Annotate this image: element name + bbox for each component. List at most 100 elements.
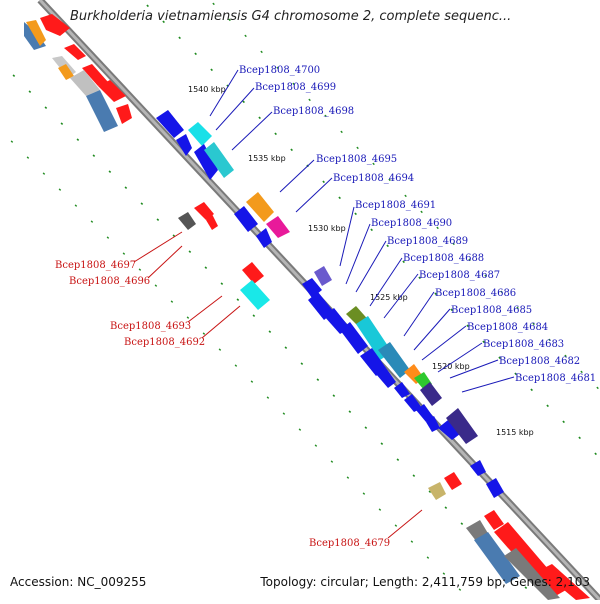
scale-label: 1540 kbp bbox=[188, 85, 226, 94]
gene-label[interactable]: Bcep1808_4696 bbox=[69, 276, 150, 287]
gene-block[interactable] bbox=[314, 266, 332, 286]
gene-arrow[interactable] bbox=[116, 104, 132, 124]
gene-label[interactable]: Bcep1808_4691 bbox=[355, 200, 436, 211]
gene-arrow[interactable] bbox=[206, 214, 218, 230]
gene-label[interactable]: Bcep1808_4700 bbox=[239, 65, 320, 76]
gene-label[interactable]: Bcep1808_4698 bbox=[273, 106, 354, 117]
tick-mark bbox=[562, 420, 565, 424]
gene-block[interactable] bbox=[70, 70, 100, 96]
tick-mark bbox=[484, 274, 487, 278]
gene-arrow[interactable] bbox=[426, 416, 440, 432]
gene-label[interactable]: Bcep1808_4695 bbox=[316, 154, 397, 165]
scale-label: 1520 kbp bbox=[432, 362, 470, 371]
tick-mark bbox=[28, 90, 32, 93]
gene-label[interactable]: Bcep1808_4686 bbox=[435, 288, 516, 299]
gene-arrow[interactable] bbox=[470, 460, 486, 476]
tick-mark bbox=[458, 588, 462, 591]
tick-mark bbox=[322, 180, 325, 184]
gene-block[interactable] bbox=[266, 216, 290, 238]
tick-mark bbox=[332, 394, 336, 397]
gene-block[interactable] bbox=[240, 280, 270, 310]
tick-mark bbox=[372, 162, 375, 166]
tick-mark bbox=[276, 66, 279, 70]
tick-mark bbox=[244, 34, 247, 38]
tick-mark bbox=[338, 196, 341, 200]
gene-label[interactable]: Bcep1808_4682 bbox=[499, 356, 580, 367]
gene-label[interactable]: Bcep1808_4692 bbox=[124, 337, 205, 348]
gene-arrow[interactable] bbox=[98, 80, 126, 102]
gene-block[interactable] bbox=[194, 144, 218, 180]
gene-arrow[interactable] bbox=[176, 134, 192, 156]
tick-mark bbox=[532, 322, 535, 326]
tick-mark bbox=[404, 194, 407, 198]
gene-block[interactable] bbox=[58, 64, 74, 80]
gene-block[interactable] bbox=[494, 522, 566, 598]
gene-block[interactable] bbox=[308, 292, 334, 320]
gene-arrow[interactable] bbox=[242, 262, 264, 284]
tick-mark bbox=[546, 404, 549, 408]
gene-block[interactable] bbox=[178, 212, 196, 230]
gene-label[interactable]: Bcep1808_4690 bbox=[371, 218, 452, 229]
gene-label[interactable]: Bcep1808_4687 bbox=[419, 270, 500, 281]
gene-arrow[interactable] bbox=[404, 394, 422, 412]
gene-block[interactable] bbox=[234, 206, 258, 232]
tick-mark bbox=[274, 132, 277, 136]
gene-block[interactable] bbox=[420, 382, 442, 406]
gene-arrow[interactable] bbox=[416, 404, 434, 422]
gene-arrow[interactable] bbox=[486, 478, 504, 498]
tick-mark bbox=[498, 356, 501, 360]
gene-label[interactable]: Bcep1808_4688 bbox=[403, 253, 484, 264]
gene-label[interactable]: Bcep1808_4685 bbox=[451, 305, 532, 316]
gene-label[interactable]: Bcep1808_4697 bbox=[55, 260, 136, 271]
gene-block[interactable] bbox=[204, 142, 234, 178]
tick-mark bbox=[210, 68, 213, 72]
gene-label[interactable]: Bcep1808_4681 bbox=[515, 373, 596, 384]
gene-block[interactable] bbox=[438, 420, 460, 440]
tick-mark bbox=[330, 460, 334, 463]
tick-mark bbox=[402, 260, 405, 264]
gene-label[interactable]: Bcep1808_4693 bbox=[110, 321, 191, 332]
gene-block[interactable] bbox=[26, 20, 46, 46]
gene-label[interactable]: Bcep1808_4684 bbox=[467, 322, 548, 333]
gene-arrow[interactable] bbox=[194, 202, 214, 220]
tick-mark bbox=[12, 74, 16, 77]
gene-arrow[interactable] bbox=[540, 564, 590, 600]
gene-arrow[interactable] bbox=[376, 368, 396, 388]
gene-arrow[interactable] bbox=[82, 64, 108, 86]
gene-block[interactable] bbox=[156, 110, 184, 138]
gene-arrow[interactable] bbox=[256, 228, 272, 248]
gene-label[interactable]: Bcep1808_4679 bbox=[309, 538, 390, 549]
gene-arrow[interactable] bbox=[394, 382, 410, 398]
tick-mark bbox=[444, 506, 448, 509]
tick-mark bbox=[452, 242, 455, 246]
gene-label[interactable]: Bcep1808_4689 bbox=[387, 236, 468, 247]
gene-arrow[interactable] bbox=[40, 14, 70, 36]
gene-block[interactable] bbox=[474, 532, 520, 584]
tick-mark bbox=[370, 228, 373, 232]
gene-label[interactable]: Bcep1808_4694 bbox=[333, 173, 414, 184]
gene-block[interactable] bbox=[246, 192, 274, 222]
tick-mark bbox=[340, 130, 343, 134]
tick-mark bbox=[26, 156, 30, 159]
gene-block[interactable] bbox=[340, 322, 368, 354]
gene-label[interactable]: Bcep1808_4683 bbox=[483, 339, 564, 350]
tick-mark bbox=[300, 362, 304, 365]
tick-mark bbox=[426, 556, 430, 559]
gene-arrow[interactable] bbox=[64, 44, 86, 60]
gene-block[interactable] bbox=[504, 548, 560, 600]
tick-mark bbox=[428, 490, 432, 493]
gene-arrow[interactable] bbox=[444, 472, 462, 490]
gene-block[interactable] bbox=[188, 122, 212, 146]
gene-block[interactable] bbox=[446, 408, 478, 444]
tick-mark bbox=[420, 210, 423, 214]
gene-block[interactable] bbox=[428, 482, 446, 500]
gene-block[interactable] bbox=[360, 348, 386, 376]
tick-mark bbox=[308, 98, 311, 102]
tick-mark bbox=[348, 410, 352, 413]
gene-arrow[interactable] bbox=[484, 510, 504, 530]
gene-label[interactable]: Bcep1808_4699 bbox=[255, 82, 336, 93]
gene-block[interactable] bbox=[86, 90, 118, 132]
gene-block[interactable] bbox=[378, 342, 410, 378]
tick-mark bbox=[394, 524, 398, 527]
